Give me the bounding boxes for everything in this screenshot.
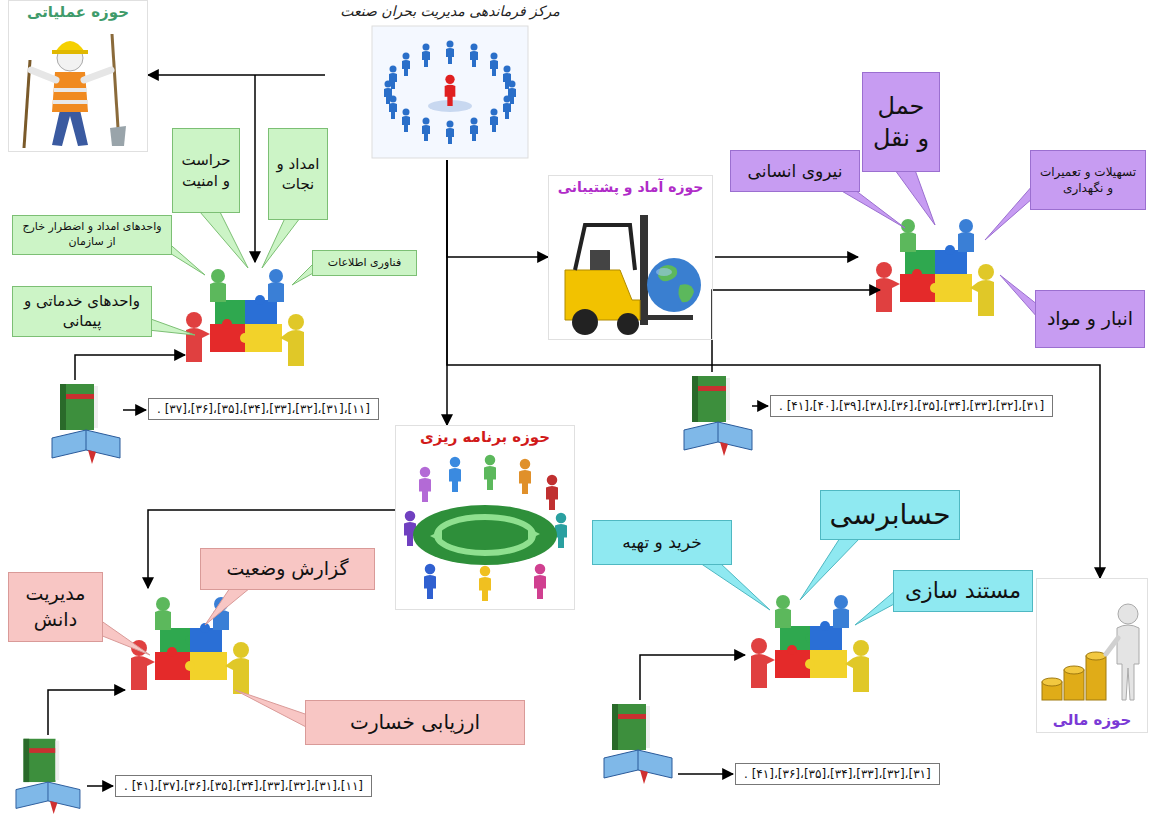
callout-box: نیروی انسانی <box>730 150 860 192</box>
book-icon <box>16 739 80 814</box>
reference-list: [۱۱]،[۳۱]،[۳۲]،[۳۳]،[۳۴]،[۳۵]،[۳۶]،[۳۷]،… <box>124 778 363 794</box>
connector-arrow <box>148 74 325 76</box>
center-title: مرکز فرماندهی مدیریت بحران صنعت <box>336 2 563 20</box>
callout-box: انبار و مواد <box>1035 290 1145 348</box>
area-picture-frame: حوزه عملیاتی <box>8 0 148 152</box>
area-picture-frame: حوزه برنامه ریزی <box>395 425 575 610</box>
reference-list: [۳۱]،[۳۲]،[۳۳]،[۳۴]،[۳۵]،[۳۶]،[۴۱] . <box>744 766 931 782</box>
reference-box: [۳۱]،[۳۲]،[۳۳]،[۳۴]،[۳۵]،[۳۶]،[۴۱] . <box>735 763 940 785</box>
area-title: حوزه برنامه ریزی <box>416 428 554 448</box>
command-center-frame: مرکز فرماندهی مدیریت بحران صنعت <box>325 0 575 160</box>
callout-text: حمل و نقل <box>869 90 933 155</box>
callout-text: خرید و تهیه <box>622 531 701 554</box>
callout-text: مدیریت دانش <box>15 581 96 632</box>
callout-box: خرید و تهیه <box>592 520 732 565</box>
callout-box: واحدهای امداد و اضطرار خارج از سازمان <box>12 215 172 255</box>
callout-box: حسابرسی <box>820 490 960 540</box>
area-picture-frame: حوزه آماد و پشتیبانی <box>548 175 713 340</box>
callout-box: فناوری اطلاعات <box>312 250 417 276</box>
area-picture-frame: حوزه مالی <box>1036 578 1148 733</box>
callout-text: واحدهای خدماتی و پیمانی <box>19 291 145 332</box>
reference-list: [۱۱]،[۳۱]،[۳۲]،[۳۳]،[۳۴]،[۳۵]،[۳۶]،[۳۷] … <box>157 401 370 417</box>
callout-text: فناوری اطلاعات <box>328 256 401 271</box>
callout-text: تسهیلات و تعمیرات و نگهداری <box>1037 164 1139 196</box>
callout-text: نیروی انسانی <box>748 160 843 183</box>
callout-text: واحدهای امداد و اضطرار خارج از سازمان <box>19 220 165 250</box>
forklift-illustration <box>565 215 701 335</box>
coins-illustration <box>1042 604 1139 700</box>
puzzle-team-illustration <box>186 269 304 366</box>
callout-box: واحدهای خدماتی و پیمانی <box>12 286 152 337</box>
area-title: حوزه مالی <box>1049 711 1136 731</box>
connector-arrow <box>447 160 1100 578</box>
connector-arrow <box>447 160 548 257</box>
callout-tails <box>100 170 1038 728</box>
callout-text: امداد و نجات <box>275 154 321 195</box>
book-icon <box>684 376 752 456</box>
area-title: حوزه عملیاتی <box>23 3 133 23</box>
puzzle-team-illustration <box>131 597 249 694</box>
people-circle-illustration <box>372 26 528 158</box>
reference-box: [۱۱]،[۳۱]،[۳۲]،[۳۳]،[۳۴]،[۳۵]،[۳۶]،[۳۷] … <box>148 398 379 420</box>
callout-box: تسهیلات و تعمیرات و نگهداری <box>1030 150 1146 210</box>
round-table-illustration <box>404 455 567 601</box>
callout-box: امداد و نجات <box>268 128 328 220</box>
reference-list: [۳۱]،[۳۲]،[۳۳]،[۳۴]،[۳۵]،[۳۶]،[۳۸]،[۳۹]،… <box>779 398 1044 414</box>
callout-text: انبار و مواد <box>1047 306 1133 332</box>
book-icon <box>604 704 672 784</box>
callout-text: ارزیابی خسارت <box>350 709 480 736</box>
callout-box: مدیریت دانش <box>8 572 103 642</box>
layout-arrows <box>48 75 880 786</box>
callout-box: مستند سازی <box>893 570 1033 612</box>
callout-box: حراست و امنیت <box>172 128 240 213</box>
callout-text: حسابرسی <box>830 496 951 534</box>
reference-box: [۳۱]،[۳۲]،[۳۳]،[۳۴]،[۳۵]،[۳۶]،[۳۸]،[۳۹]،… <box>770 395 1053 417</box>
callout-text: گزارش وضعیت <box>226 556 348 582</box>
callout-box: ارزیابی خسارت <box>305 700 525 745</box>
callout-box: گزارش وضعیت <box>200 548 375 590</box>
callout-box: حمل و نقل <box>862 72 940 172</box>
worker-illustration <box>24 34 126 148</box>
puzzle-team-illustration <box>876 219 994 316</box>
book-icon <box>52 384 120 464</box>
callout-text: مستند سازی <box>905 576 1021 606</box>
callout-text: حراست و امنیت <box>179 150 233 191</box>
reference-box: [۱۱]،[۳۱]،[۳۲]،[۳۳]،[۳۴]،[۳۵]،[۳۶]،[۳۷]،… <box>115 775 372 797</box>
area-title: حوزه آماد و پشتیبانی <box>554 178 708 196</box>
